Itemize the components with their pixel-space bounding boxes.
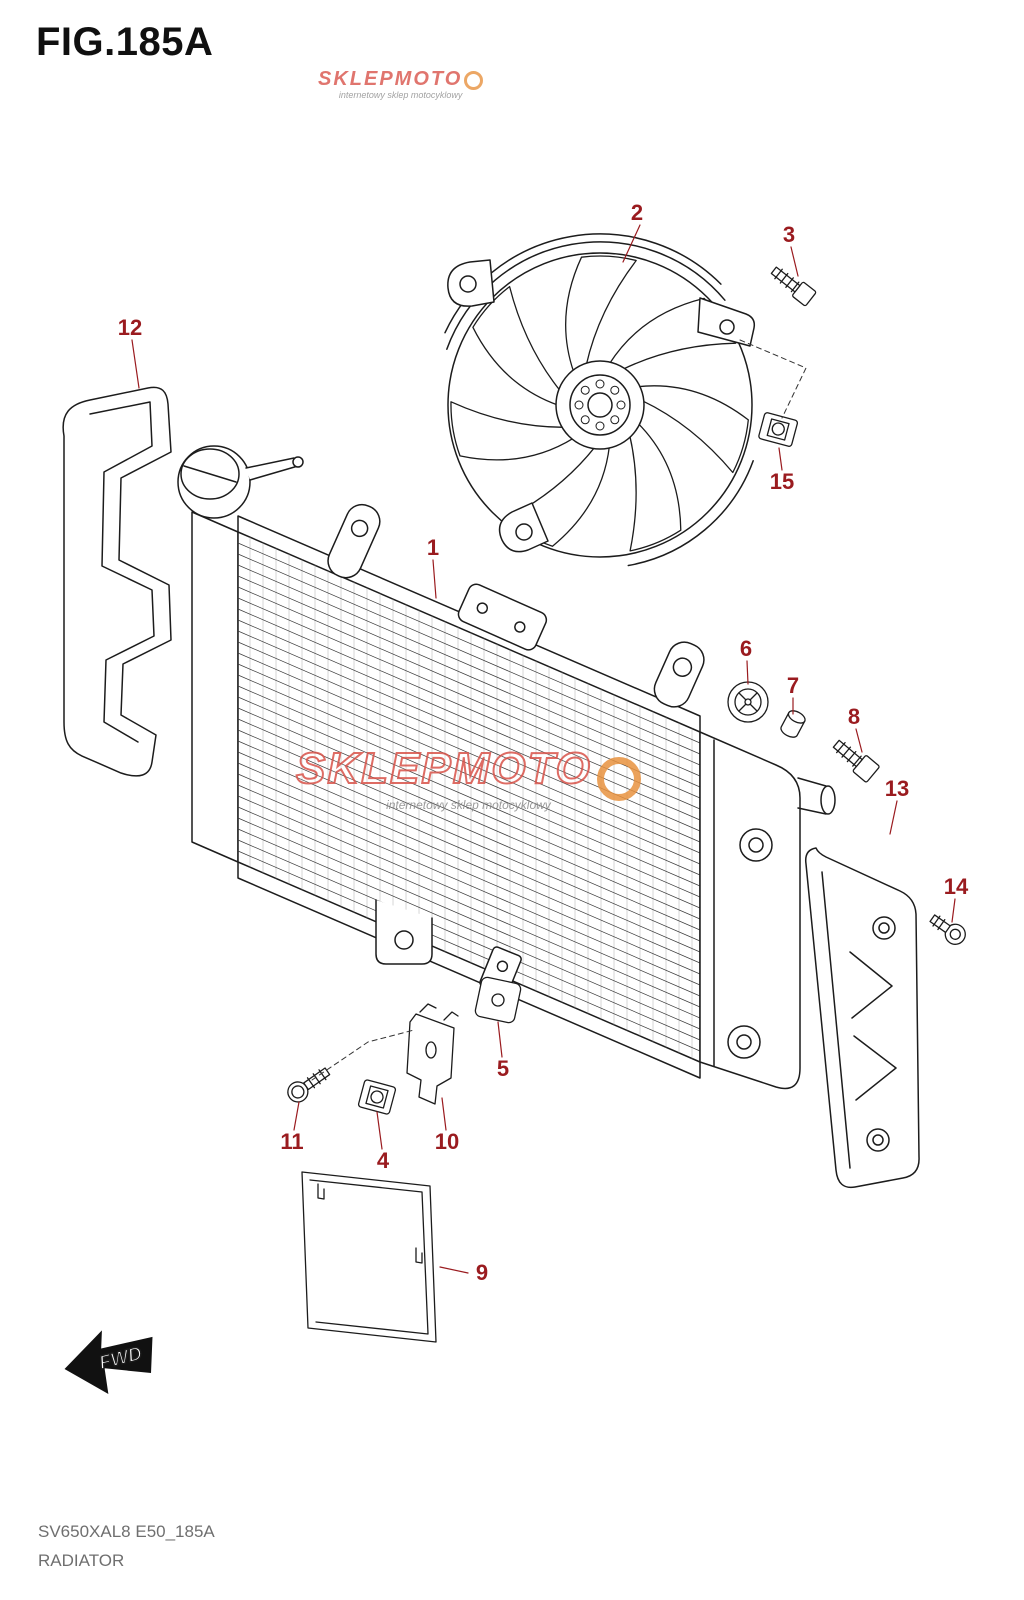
lower-bracket-part — [406, 1003, 459, 1105]
assembly-dashed-lines — [311, 339, 807, 1081]
watermark-brand: SKLEPMOTO — [295, 743, 592, 794]
fan-bolt-part — [770, 266, 817, 307]
part-callout-11: 11 — [280, 1129, 304, 1154]
part-callout-12: 12 — [117, 315, 143, 340]
flange-bolt-part — [832, 739, 880, 783]
radiator-screen-part — [301, 1171, 437, 1343]
watermark-logo-ring-icon — [464, 71, 484, 91]
part-callout-2: 2 — [630, 200, 644, 225]
figure-title: FIG.185A — [36, 20, 214, 64]
cap-part — [727, 681, 769, 723]
watermark-center: SKLEPMOTO internetowy sklep motocyklowy — [295, 743, 641, 812]
right-side-cover-part — [804, 847, 920, 1189]
part-callout-15: 15 — [769, 469, 795, 494]
part-callout-13: 13 — [884, 776, 910, 801]
watermark-subtitle: internetowy sklep motocyklowy — [338, 90, 463, 100]
bracket-bolt-part — [287, 1067, 331, 1103]
watermark-brand: SKLEPMOTO — [318, 68, 463, 90]
watermark-logo-ring-icon — [596, 756, 641, 801]
footer: SV650XAL8 E50_185A RADIATOR — [38, 1518, 215, 1576]
part-callout-8: 8 — [847, 704, 861, 729]
part-callout-3: 3 — [782, 222, 796, 247]
cooling-fan-part — [444, 233, 756, 567]
cushion-plate-part — [474, 976, 522, 1024]
footer-part-name: RADIATOR — [38, 1550, 125, 1570]
watermark-top: SKLEPMOTO internetowy sklep motocyklowy — [318, 68, 484, 100]
callout-leader-lines — [131, 224, 956, 1274]
part-callout-6: 6 — [739, 636, 753, 661]
part-callout-7: 7 — [786, 673, 800, 698]
part-callout-14: 14 — [943, 874, 969, 899]
footer-part-code: SV650XAL8 E50_185A — [38, 1522, 215, 1541]
part-callout-10: 10 — [434, 1129, 460, 1154]
part-callout-1: 1 — [426, 535, 440, 560]
part-callout-9: 9 — [475, 1260, 489, 1285]
part-callout-5: 5 — [496, 1056, 510, 1081]
clip-nut-fan-part — [758, 412, 799, 447]
part-callout-4: 4 — [376, 1148, 390, 1173]
watermark-subtitle: internetowy sklep motocyklowy — [386, 797, 551, 812]
left-side-cover-part — [62, 386, 172, 777]
cover-bolt-part — [929, 914, 966, 945]
clip-nut-lower-part — [357, 1079, 397, 1115]
fwd-arrow: FWD — [64, 1330, 153, 1395]
